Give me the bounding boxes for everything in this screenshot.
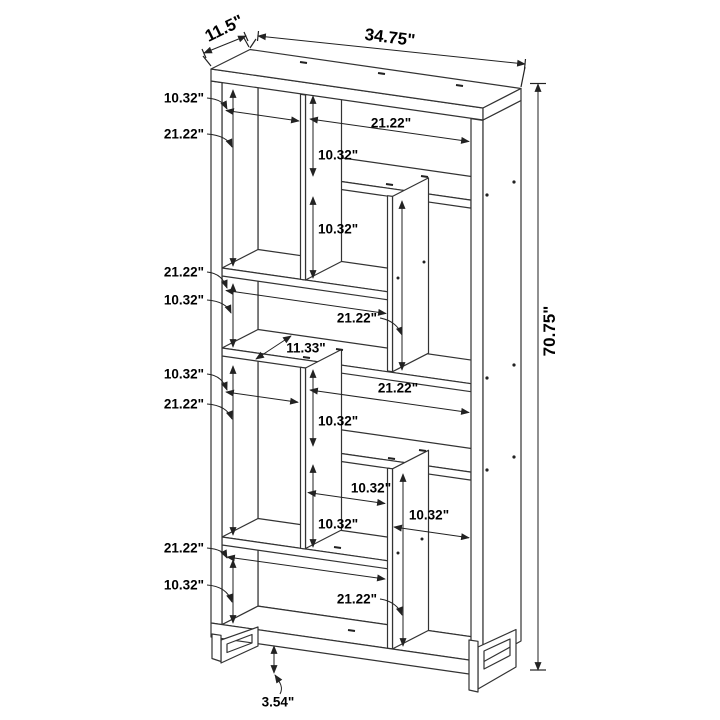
top-board-right-edge — [482, 87, 522, 121]
left-stile — [210, 80, 223, 626]
dimension-label: 21.22" — [337, 592, 377, 607]
divider-d4 — [386, 449, 430, 650]
dimension-label: 11.33" — [286, 341, 325, 356]
dimension-label: 10.32" — [164, 293, 204, 308]
hardware-dots — [396, 180, 516, 555]
dimension-lines — [201, 30, 546, 695]
dimension-label: 10.32" — [318, 414, 358, 429]
dimension-label: 21.22" — [378, 381, 418, 396]
divider-d2 — [386, 177, 430, 373]
dim-width — [257, 33, 526, 67]
dimension-label: 21.22" — [164, 397, 204, 412]
dim-depth — [203, 35, 247, 54]
dim-shelf-depth — [255, 335, 292, 360]
dimension-label: 21.22" — [164, 127, 204, 142]
dimension-label: 21.22" — [164, 541, 204, 556]
dimension-label: 21.22" — [371, 116, 411, 131]
divider-d1 — [299, 75, 343, 281]
dimension-label: 3.54" — [262, 695, 295, 710]
leader-lines — [206, 97, 403, 695]
dimension-label: 10.32" — [318, 222, 358, 237]
dimension-label: 10.32" — [164, 367, 204, 382]
dimension-label: 21.22" — [337, 311, 377, 326]
dimension-label: 11.5" — [202, 11, 246, 46]
dimension-label: 21.22" — [164, 265, 204, 280]
dimension-label: 10.32" — [351, 481, 391, 496]
dimension-label: 10.32" — [409, 508, 449, 523]
left-sled-leg — [211, 626, 259, 664]
dimension-label: 10.32" — [164, 578, 204, 593]
dimension-label: 10.32" — [164, 91, 204, 106]
dimension-label: 10.32" — [318, 517, 358, 532]
right-side-panel — [482, 99, 522, 663]
dimension-label: 10.32" — [318, 148, 358, 163]
dimension-label: 70.75" — [540, 306, 559, 357]
right-sled-leg — [468, 628, 517, 693]
dimension-label: 34.75" — [364, 25, 417, 50]
right-stile — [470, 118, 484, 663]
